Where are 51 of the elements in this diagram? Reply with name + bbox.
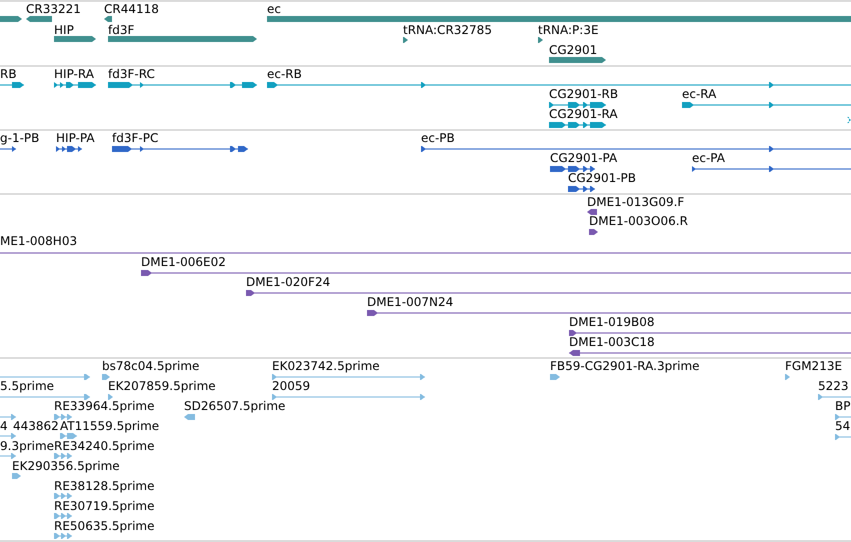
- feature-label: EK023742.5prime: [272, 359, 380, 373]
- feature-label: fd3F-RC: [108, 67, 155, 81]
- feature-label: SD26507.5prime: [184, 399, 286, 413]
- feature-label: ec: [267, 2, 281, 16]
- feature-label: RE34240.5prime: [54, 439, 154, 453]
- feature-label: RE50635.5prime: [54, 519, 154, 533]
- feature-label: tRNA:CR32785: [403, 23, 492, 37]
- feature-label: 4: [0, 419, 8, 433]
- feature-label: ec-PA: [692, 151, 725, 165]
- feature-label: 5.5prime: [0, 379, 54, 393]
- feature-label: 443862: [13, 419, 59, 433]
- feature-label: CG2901-RA: [549, 107, 618, 121]
- feature-label: BP: [835, 399, 850, 413]
- feature-label: ME1-008H03: [0, 234, 78, 248]
- feature-label: RB: [0, 67, 17, 81]
- feature-label: 5223: [818, 379, 849, 393]
- feature-label: ec-PB: [421, 131, 455, 145]
- feature-label: CG2901: [549, 43, 598, 57]
- feature-label: 54: [835, 419, 850, 433]
- feature-label: CG2901-RB: [549, 87, 618, 101]
- feature-label: FB59-CG2901-RA.3prime: [550, 359, 700, 373]
- feature-label: RE38128.5prime: [54, 479, 154, 493]
- feature-label: DME1-003C18: [569, 335, 655, 349]
- feature-label: tRNA:P:3E: [538, 23, 599, 37]
- feature-label: 9.3prime: [0, 439, 54, 453]
- feature-label: fd3F-PC: [112, 131, 158, 145]
- feature-label: EK290356.5prime: [12, 459, 120, 473]
- feature-label: ec-RB: [267, 67, 302, 81]
- feature-label: AT11559.5prime: [60, 419, 160, 433]
- feature-label: HIP-PA: [56, 131, 95, 145]
- feature-label: 20059: [272, 379, 310, 393]
- feature-label: CR33221: [26, 2, 81, 16]
- feature-label: bs78c04.5prime: [102, 359, 200, 373]
- feature-label: DME1-006E02: [141, 255, 226, 269]
- feature-label: g-1-PB: [0, 131, 40, 145]
- feature-label: RE30719.5prime: [54, 499, 154, 513]
- feature-label: DME1-007N24: [367, 295, 454, 309]
- feature-label: HIP: [54, 23, 74, 37]
- feature-label: DME1-013G09.F: [587, 195, 684, 209]
- feature-label: fd3F: [108, 23, 134, 37]
- feature-label: FGM213E: [785, 359, 842, 373]
- feature-label: CR44118: [104, 2, 159, 16]
- feature-label: CG2901-PA: [550, 151, 618, 165]
- feature-label: RE33964.5prime: [54, 399, 154, 413]
- feature-label: CG2901-PB: [568, 171, 636, 185]
- feature-label: DME1-020F24: [246, 275, 330, 289]
- feature-label: HIP-RA: [54, 67, 94, 81]
- feature-label: DME1-019B08: [569, 315, 655, 329]
- feature-label: ec-RA: [682, 87, 716, 101]
- feature-label: EK207859.5prime: [108, 379, 216, 393]
- feature-label: DME1-003O06.R: [589, 214, 688, 228]
